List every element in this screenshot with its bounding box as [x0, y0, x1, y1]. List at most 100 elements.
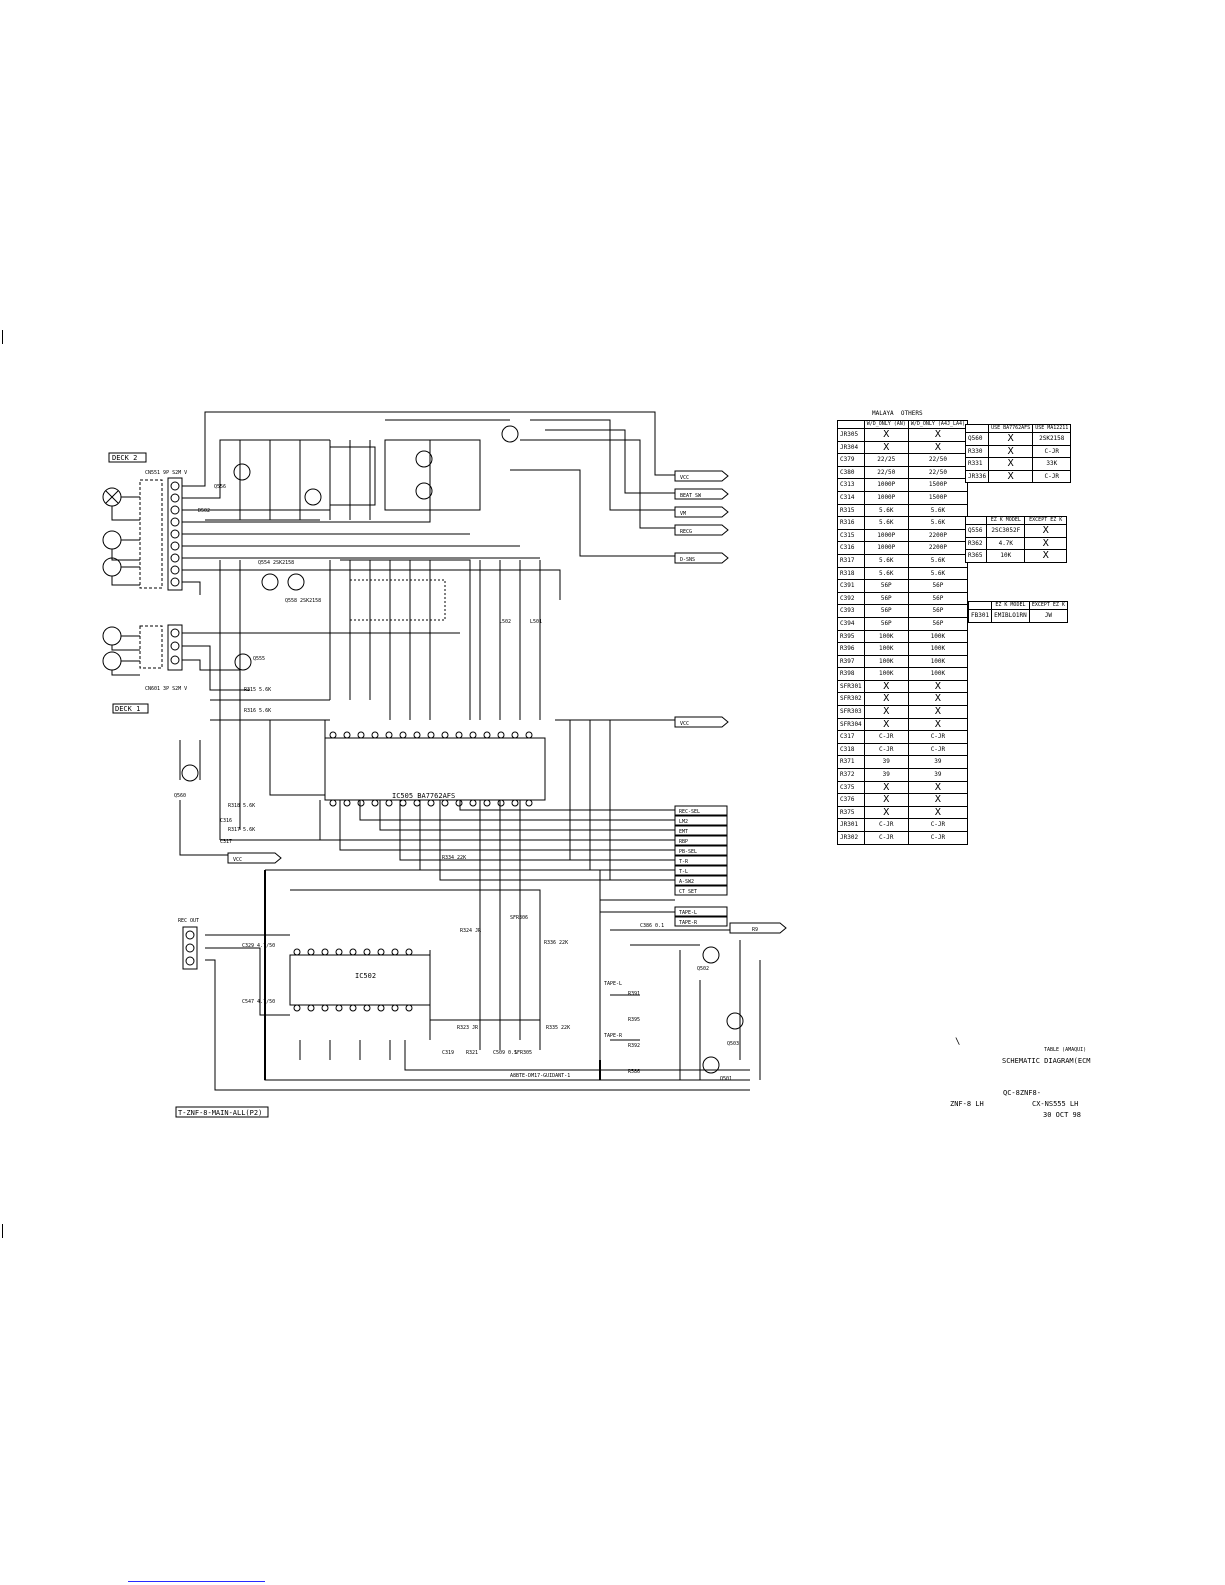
svg-text:VCC: VCC: [680, 721, 689, 727]
parts-table-main-cell: C-JR: [863, 818, 909, 832]
svg-text:R391: R391: [628, 991, 640, 997]
ic502-label: IC502: [355, 972, 376, 980]
parts-table-main-cell: 100K: [907, 642, 969, 656]
parts-table-main-cell: 56P: [863, 579, 909, 593]
svg-text:Q502: Q502: [697, 966, 709, 972]
svg-text:C547 4.7/50: C547 4.7/50: [242, 999, 275, 1005]
parts-table-ic-cell: 33K: [1032, 457, 1072, 471]
parts-table-ic-cell: C-JR: [1032, 469, 1072, 484]
svg-text:SFR305: SFR305: [514, 1050, 532, 1056]
parts-table-main-cell: C318: [837, 742, 865, 757]
bottom-tag: T-ZNF-8-MAIN-ALL(P2): [178, 1109, 262, 1117]
parts-table-main-cell: 56P: [863, 604, 909, 618]
parts-table-ic-cell: JR336: [964, 469, 990, 484]
svg-text:REC-SEL: REC-SEL: [679, 809, 700, 815]
svg-text:Q556: Q556: [214, 484, 226, 490]
svg-text:SFR306: SFR306: [510, 915, 528, 921]
parts-table-main-cell: X: [863, 679, 909, 694]
link-underline: [128, 1581, 265, 1582]
parts-table-main-cell: JR301: [837, 818, 865, 832]
parts-table-main-cell: 22/50: [907, 465, 969, 480]
svg-text:C317: C317: [220, 839, 232, 845]
parts-table-main-cell: SFR302: [837, 692, 865, 707]
table-note: TABLE (AMAQUI): [1044, 1047, 1087, 1053]
parts-table-main-cell: C315: [837, 528, 865, 543]
parts-table-main-cell: C-JR: [907, 831, 969, 845]
parts-table-main-cell: SFR304: [837, 717, 865, 732]
parts-table-ezk-cell: Q556: [964, 524, 988, 538]
parts-table-main-cell: 5.6K: [863, 553, 909, 568]
parts-table-main-cell: 1000P: [863, 528, 909, 543]
deck1-label: DECK 1: [115, 705, 140, 713]
crop-mark: [2, 330, 3, 344]
parts-table-main-cell: 5.6K: [907, 503, 969, 518]
parts-table-fb-cell: FB301: [967, 609, 993, 623]
parts-table-main-cell: C317: [837, 730, 865, 744]
svg-text:R335 22K: R335 22K: [546, 1025, 570, 1031]
parts-table-main-cell: 1500P: [907, 490, 969, 505]
parts-table-main-cell: R316: [837, 516, 865, 530]
svg-text:RECG: RECG: [680, 529, 692, 535]
deck2-label: DECK 2: [112, 454, 137, 462]
svg-text:TAPE-L: TAPE-L: [679, 910, 697, 916]
svg-text:VM: VM: [680, 511, 686, 517]
parts-table-main-cell: X: [907, 679, 969, 694]
parts-table-ic-cell: R330: [964, 444, 990, 459]
parts-table-main-cell: C392: [837, 591, 865, 606]
parts-table-ezk-header-cell: EXCEPT EZ K: [1024, 516, 1067, 525]
svg-text:C329 4.7/50: C329 4.7/50: [242, 943, 275, 949]
svg-text:R317 5.6K: R317 5.6K: [228, 827, 255, 833]
parts-table-main-cell: 5.6K: [863, 503, 909, 518]
svg-text:L501: L501: [530, 619, 542, 625]
ic505-chip: IC505 BA7762AFS: [324, 731, 546, 807]
net-tags-mid: REC-SEL LM2 EMT RBP PB-SEL T-R T-L A-SW2…: [674, 805, 787, 934]
ic-block-upper: [384, 439, 481, 511]
parts-table-ic-cell: X: [988, 444, 1034, 459]
transistors: [181, 425, 744, 1074]
parts-table-main-cell: R395: [837, 629, 865, 644]
parts-table-ezk-cell: 2SC3052F: [986, 524, 1026, 538]
parts-table-main-cell: C-JR: [863, 831, 909, 845]
parts-table-main-cell: 1500P: [907, 478, 969, 492]
svg-text:R315 5.6K: R315 5.6K: [244, 687, 271, 693]
parts-table-main-cell: R372: [837, 768, 865, 782]
parts-table-main-cell: X: [863, 717, 909, 732]
parts-table-main-cell: X: [907, 717, 969, 732]
svg-text:Q558 2SK2158: Q558 2SK2158: [285, 598, 321, 604]
parts-table-main-header-cell: W/D_ONLY (AN): [863, 420, 909, 429]
svg-text:R318 5.6K: R318 5.6K: [228, 803, 255, 809]
parts-table-ic-cell: R331: [964, 457, 990, 471]
ic505-label: IC505 BA7762AFS: [392, 792, 455, 800]
parts-table-ezk-cell: 10K: [986, 549, 1026, 563]
svg-text:BEAT SW: BEAT SW: [680, 493, 702, 499]
svg-text:C319: C319: [442, 1050, 454, 1056]
svg-text:R324 JR: R324 JR: [460, 928, 482, 934]
svg-text:R392: R392: [628, 1043, 640, 1049]
parts-table-main-cell: X: [907, 705, 969, 719]
rec-out-connector: REC OUT: [178, 918, 199, 970]
parts-table-main-cell: JR304: [837, 440, 865, 455]
parts-table-main-cell: 1000P: [863, 541, 909, 555]
svg-text:TAPE-R: TAPE-R: [604, 1033, 623, 1039]
svg-text:PB-SEL: PB-SEL: [679, 849, 697, 855]
schematic-code: QC-8ZNF8-: [1003, 1089, 1041, 1097]
parts-table-main-cell: 1000P: [863, 490, 909, 505]
parts-table-main-cell: X: [907, 428, 969, 442]
